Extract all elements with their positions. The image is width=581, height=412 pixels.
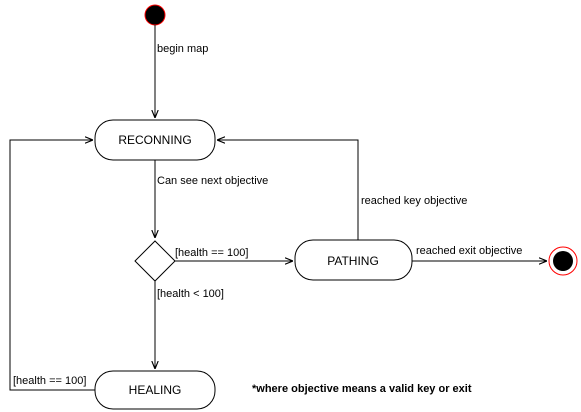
edge-label-reached-key: reached key objective (361, 195, 467, 207)
initial-node (144, 4, 166, 26)
edge-label-health-full-from-healing: [health == 100] (13, 375, 86, 387)
edge-label-reached-exit: reached exit objective (416, 245, 522, 257)
edge-health-full-from-healing (9, 140, 95, 391)
state-healing-label: HEALING (129, 383, 182, 397)
edge-label-see-objective: Can see next objective (157, 175, 268, 187)
edge-reached-key (217, 140, 359, 240)
objective-footnote: *where objective means a valid key or ex… (252, 383, 472, 395)
final-node-core (553, 251, 573, 271)
edge-label-health-low: [health < 100] (157, 288, 224, 300)
state-reconning-label: RECONNING (118, 133, 191, 147)
edge-label-begin-map: begin map (157, 43, 208, 55)
decision-node (134, 240, 176, 282)
state-pathing-label: PATHING (327, 254, 379, 268)
state-pathing-box (294, 239, 413, 281)
edge-label-health-full-to-pathing: [health == 100] (175, 247, 248, 259)
